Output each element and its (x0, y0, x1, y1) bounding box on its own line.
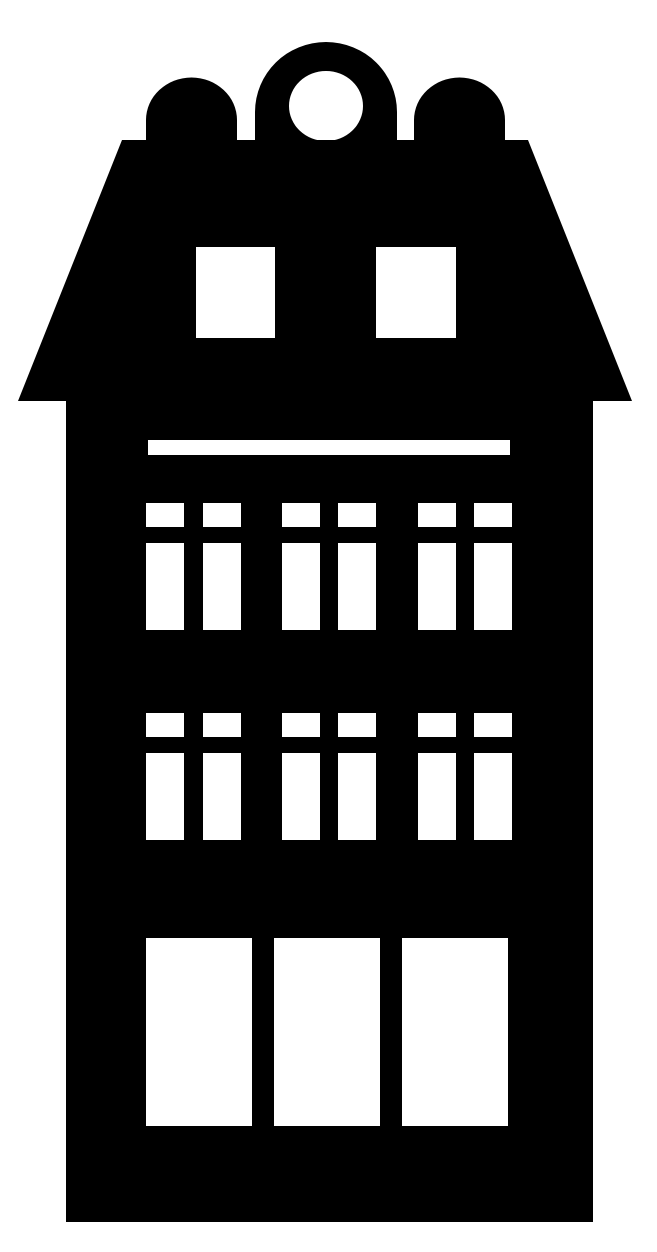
ground-floor-window (402, 938, 508, 1126)
cornice-band (148, 440, 510, 455)
center-roof-ornament (255, 42, 397, 141)
window-pane (146, 543, 184, 630)
window-pane (282, 543, 320, 630)
right-roof-ornament (414, 77, 505, 140)
window-pane (146, 753, 184, 840)
window-transom (203, 503, 241, 527)
dormer-window (376, 247, 456, 338)
window-transom (338, 713, 376, 737)
window-pane (338, 543, 376, 630)
window-transom (203, 713, 241, 737)
roof (18, 140, 632, 401)
ground-floor-window (274, 938, 380, 1126)
window-pane (338, 753, 376, 840)
window-pane (474, 753, 512, 840)
window-transom (418, 503, 456, 527)
window-pane (418, 753, 456, 840)
window-pane (282, 753, 320, 840)
window-transom (418, 713, 456, 737)
window-transom (474, 713, 512, 737)
window-transom (338, 503, 376, 527)
window-transom (474, 503, 512, 527)
window-transom (146, 713, 184, 737)
window-pane (418, 543, 456, 630)
window-pane (474, 543, 512, 630)
window-pane (203, 543, 241, 630)
window-pane (203, 753, 241, 840)
ground-floor-window (146, 938, 252, 1126)
window-transom (146, 503, 184, 527)
left-roof-ornament (146, 77, 237, 140)
window-transom (282, 503, 320, 527)
window-transom (282, 713, 320, 737)
dormer-window (196, 247, 275, 338)
